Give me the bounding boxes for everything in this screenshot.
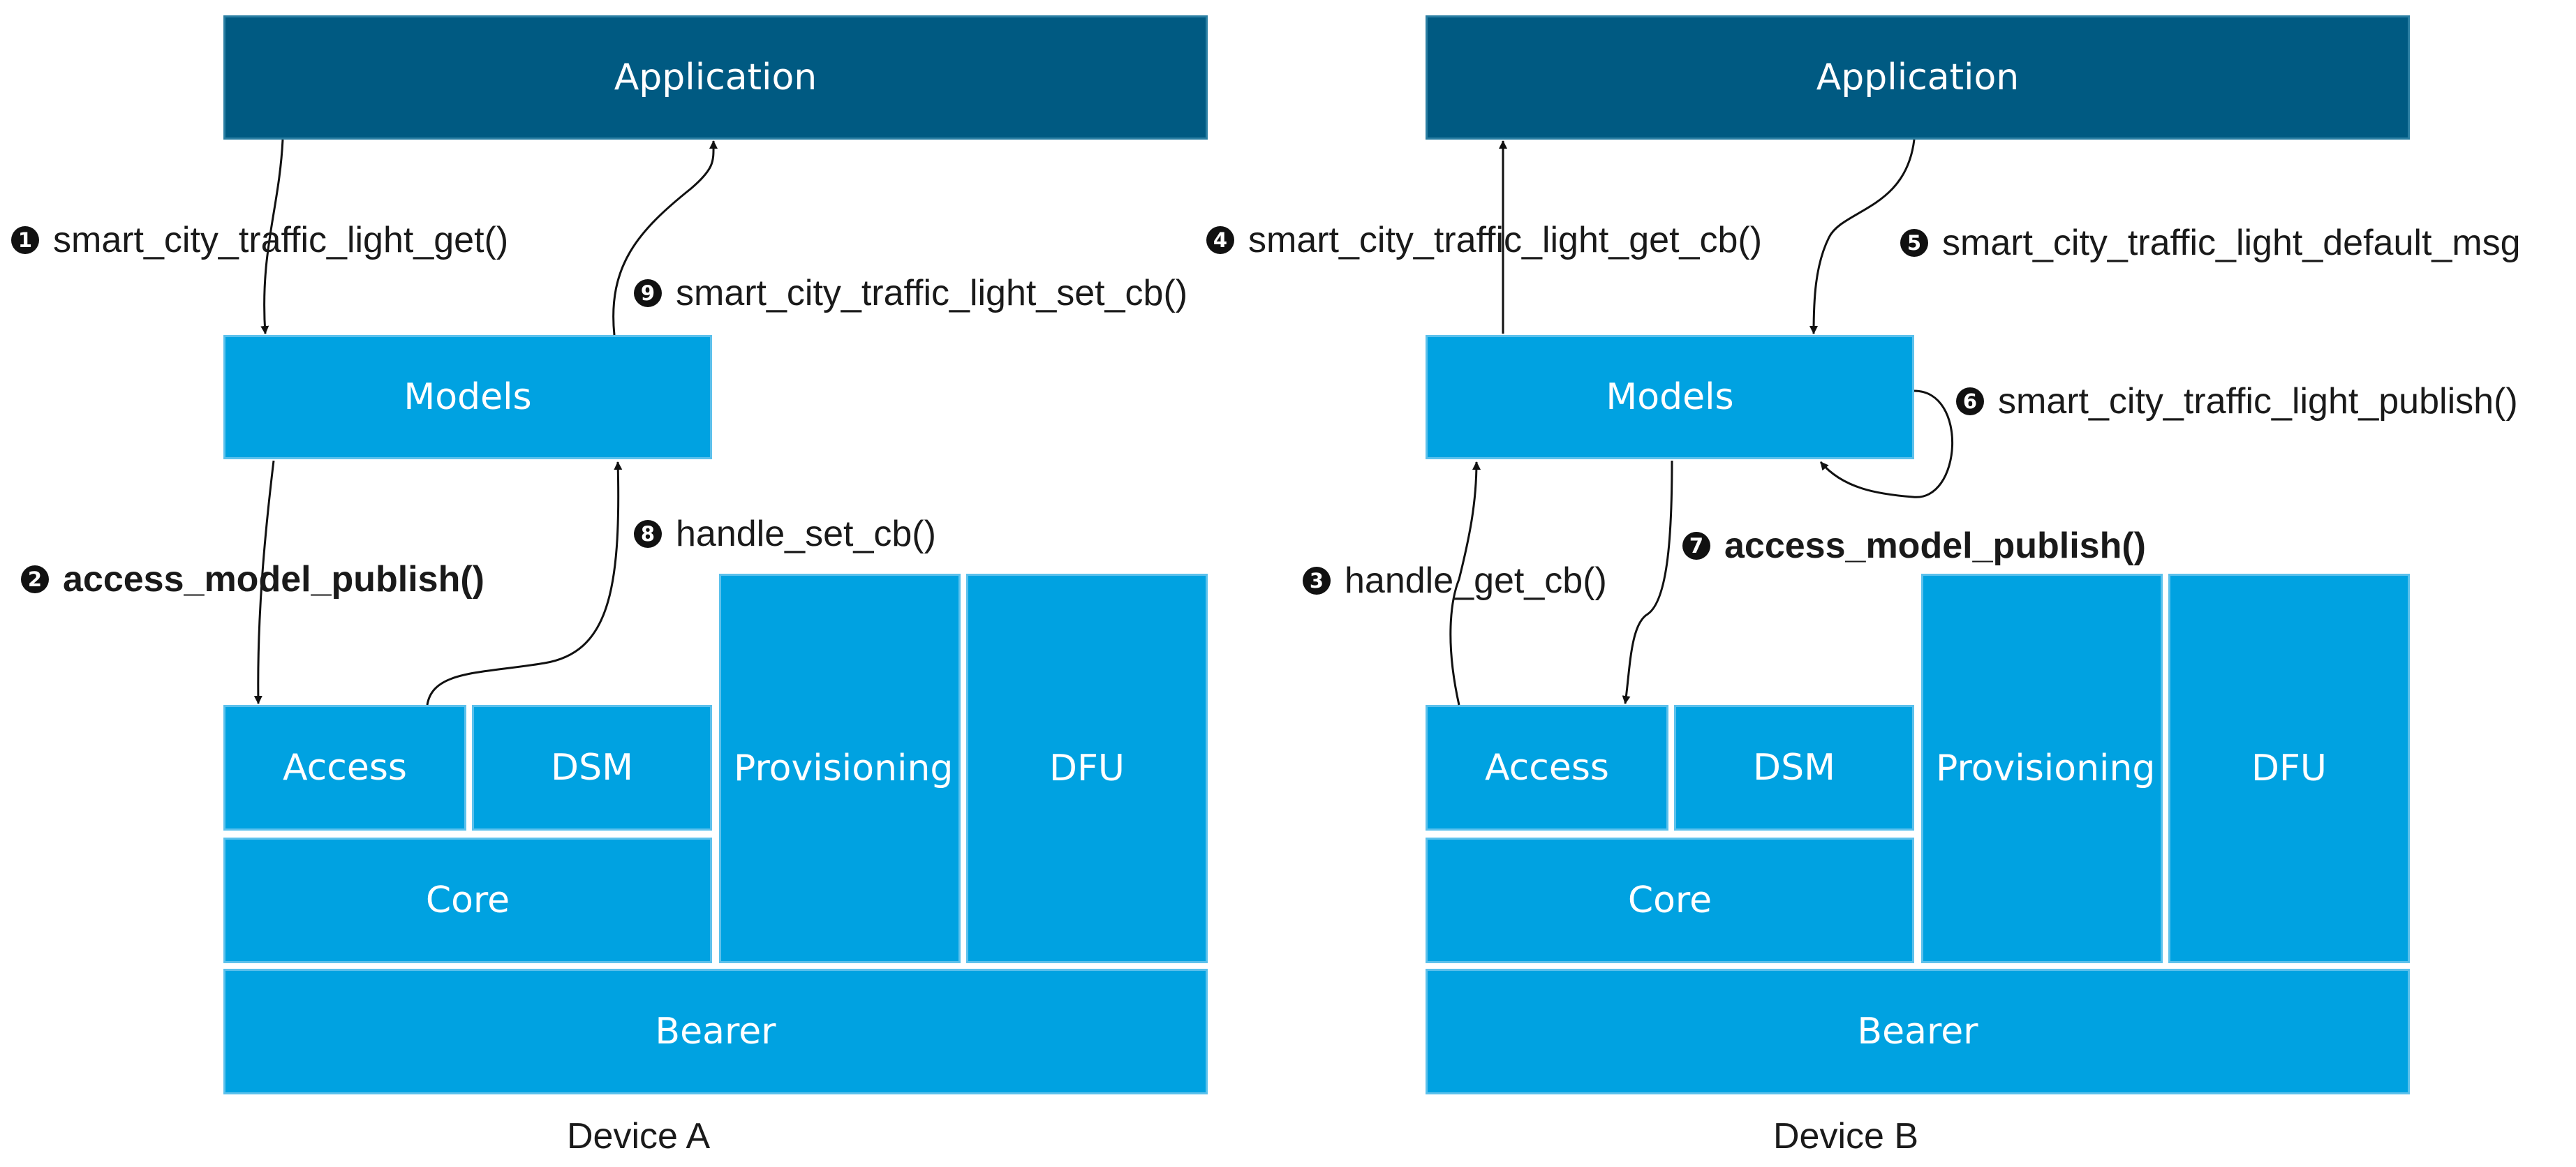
step-2-number-badge: 2 — [21, 565, 49, 593]
step-2-label: 2 access_model_publish() — [21, 558, 484, 600]
step-9-label: 9 smart_city_traffic_light_set_cb() — [634, 272, 1187, 314]
step-9-number-badge: 9 — [634, 279, 662, 307]
step-6-text: smart_city_traffic_light_publish() — [1998, 381, 2518, 422]
step-4-text: smart_city_traffic_light_get_cb() — [1248, 220, 1763, 260]
arrow-1-app-to-models — [260, 139, 284, 334]
device-b-models-layer: Models — [1426, 335, 1914, 459]
arrow-7-models-to-access — [1622, 460, 1673, 704]
step-9-text: smart_city_traffic_light_set_cb() — [676, 273, 1188, 313]
device-a-bearer-label: Bearer — [655, 1011, 776, 1053]
device-b-core-label: Core — [1627, 879, 1712, 921]
step-7-text: access_model_publish() — [1724, 526, 2146, 566]
arrow-3-access-to-models — [1449, 461, 1481, 706]
device-b-provisioning-label: Provisioning — [1936, 748, 2156, 789]
device-a-dfu-layer: DFU — [966, 574, 1208, 963]
device-b-caption: Device B — [1773, 1116, 1919, 1157]
device-a-dfu-label: DFU — [1049, 748, 1125, 789]
device-b-application-layer: Application — [1426, 15, 2410, 140]
step-5-number-badge: 5 — [1900, 229, 1928, 257]
device-a-application-label: Application — [614, 57, 817, 98]
device-b-dfu-label: DFU — [2251, 748, 2327, 789]
step-5-label: 5 smart_city_traffic_light_default_msg — [1900, 222, 2521, 264]
arrow-2-models-to-access — [253, 460, 275, 704]
step-1-text: smart_city_traffic_light_get() — [53, 220, 509, 260]
step-1-label: 1 smart_city_traffic_light_get() — [11, 219, 508, 261]
device-a-dsm-layer: DSM — [472, 705, 712, 831]
arrow-8-access-to-models — [426, 461, 623, 706]
device-b-application-label: Application — [1816, 57, 2020, 98]
device-a-bearer-layer: Bearer — [223, 969, 1208, 1094]
device-b-provisioning-layer: Provisioning — [1921, 574, 2163, 963]
device-b-core-layer: Core — [1426, 838, 1914, 963]
step-1-number-badge: 1 — [11, 226, 39, 254]
device-b-bearer-layer: Bearer — [1426, 969, 2410, 1094]
device-a-caption: Device A — [567, 1116, 711, 1157]
arrow-6-models-loop — [1819, 389, 1953, 498]
step-8-label: 8 handle_set_cb() — [634, 513, 936, 555]
device-b-bearer-label: Bearer — [1857, 1011, 1978, 1053]
device-b-models-label: Models — [1606, 376, 1734, 418]
device-a-application-layer: Application — [223, 15, 1208, 140]
device-a-core-layer: Core — [223, 838, 712, 963]
step-3-label: 3 handle_get_cb() — [1303, 560, 1607, 602]
device-b-dfu-layer: DFU — [2168, 574, 2410, 963]
device-a-dsm-label: DSM — [551, 747, 633, 789]
device-a-models-layer: Models — [223, 335, 712, 459]
device-a-provisioning-label: Provisioning — [734, 748, 954, 789]
device-a-core-label: Core — [425, 879, 510, 921]
step-7-label: 7 access_model_publish() — [1682, 525, 2146, 567]
step-5-text: smart_city_traffic_light_default_msg — [1942, 223, 2521, 263]
arrow-5-application-to-models — [1809, 139, 1916, 334]
step-6-number-badge: 6 — [1956, 387, 1984, 415]
device-a-access-label: Access — [282, 747, 407, 789]
step-8-number-badge: 8 — [634, 520, 662, 548]
device-b-dsm-label: DSM — [1753, 747, 1835, 789]
step-3-number-badge: 3 — [1303, 567, 1331, 595]
step-2-text: access_model_publish() — [63, 559, 484, 600]
step-6-label: 6 smart_city_traffic_light_publish() — [1956, 380, 2518, 422]
device-a-models-label: Models — [404, 376, 532, 418]
step-8-text: handle_set_cb() — [676, 514, 936, 554]
step-7-number-badge: 7 — [1682, 532, 1710, 560]
step-4-number-badge: 4 — [1206, 226, 1234, 254]
device-b-access-label: Access — [1484, 747, 1609, 789]
device-a-provisioning-layer: Provisioning — [719, 574, 961, 963]
arrow-9-models-to-application — [612, 140, 718, 336]
device-b-access-layer: Access — [1426, 705, 1668, 831]
device-a-access-layer: Access — [223, 705, 466, 831]
step-4-label: 4 smart_city_traffic_light_get_cb() — [1206, 219, 1762, 261]
device-b-dsm-layer: DSM — [1674, 705, 1914, 831]
step-3-text: handle_get_cb() — [1345, 560, 1607, 601]
